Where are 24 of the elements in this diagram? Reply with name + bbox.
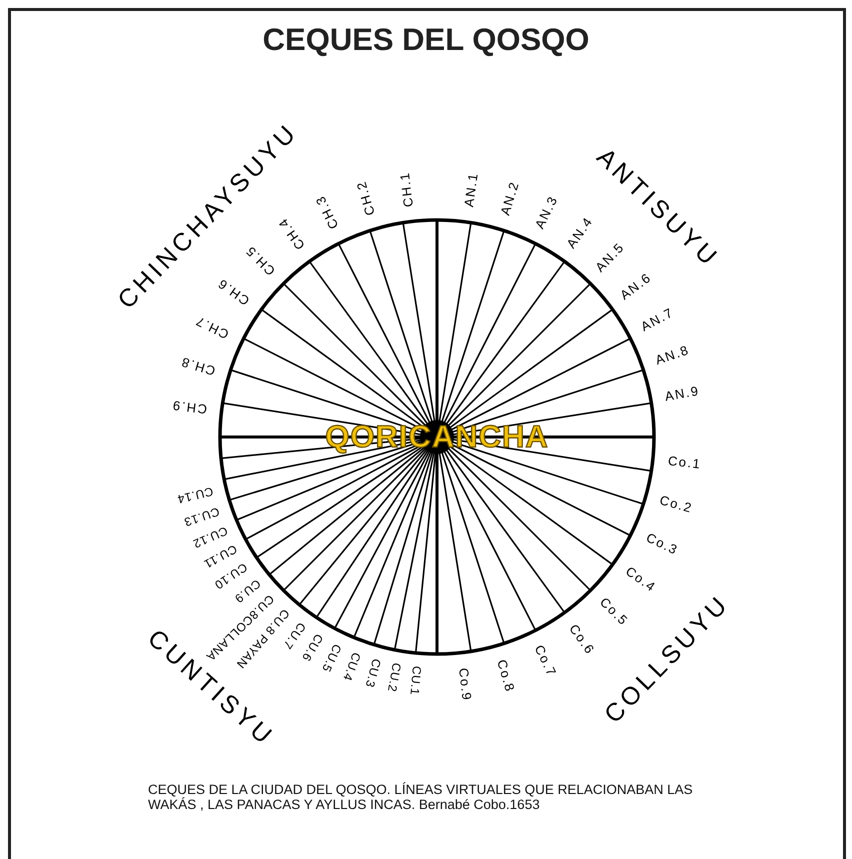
ceque-label: CH.1 [397, 170, 416, 208]
ceque-label: CH.2 [354, 178, 378, 217]
title: CEQUES DEL QOSQO [262, 22, 590, 58]
ceque-label: AN.2 [498, 180, 522, 218]
ceque-label: CU.2 [384, 662, 404, 694]
ceque-label: Co.7 [532, 642, 559, 680]
ceque-label: CU.14 [176, 484, 216, 506]
ceque-label: CH.9 [170, 397, 208, 416]
ceque-label: Co.3 [644, 530, 680, 558]
ceque-label: Co.2 [658, 493, 694, 516]
ceque-label: CH.8 [178, 354, 217, 378]
ceque-label: CU.1 [407, 666, 424, 696]
ceque-label: CH.7 [193, 313, 232, 342]
ceque-label: AN.9 [664, 384, 702, 404]
caption: CEQUES DE LA CIUDAD DEL QOSQO. LÍNEAS VIRTUALES QUE RELACIONABAN LAS WAKÁS , LAS PANACAS Y AYLLUS INCAS. Bernabé Cobo.1653 [148, 782, 694, 812]
ceque-label: CH.3 [313, 193, 342, 232]
ceque-label: Co.9 [456, 666, 474, 702]
ceque-label: AN.3 [532, 194, 560, 232]
ceque-label: CU.3 [362, 657, 384, 690]
ceque-label: AN.8 [654, 343, 692, 368]
ceque-label: CU.13 [182, 504, 222, 530]
ceque-label: Co.8 [494, 658, 518, 694]
ceque-label: AN.1 [462, 172, 482, 208]
ceque-label: Co.1 [666, 454, 702, 472]
